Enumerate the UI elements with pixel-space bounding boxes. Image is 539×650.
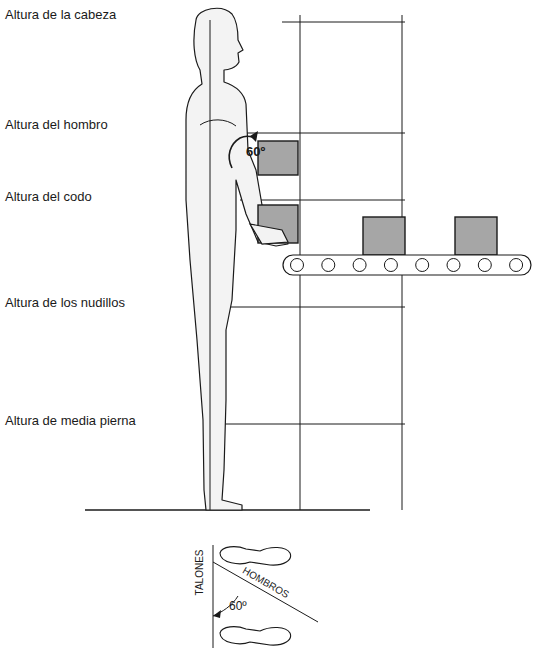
roller [447,259,460,272]
height-label: Altura del codo [5,190,92,204]
height-label: Altura del hombro [5,118,108,132]
axis-label: TALONES [195,549,206,595]
roller [478,259,491,272]
height-label: Altura de la cabeza [5,8,116,22]
roller [416,259,429,272]
angle-label: 60º [246,145,265,159]
roller [510,259,523,272]
height-label: Altura de los nudillos [5,296,125,310]
roller [291,259,304,272]
height-label: Altura de media pierna [5,414,136,428]
roller [384,259,397,272]
angle-label: 60º [229,600,247,613]
roller [353,259,366,272]
roller [322,259,335,272]
